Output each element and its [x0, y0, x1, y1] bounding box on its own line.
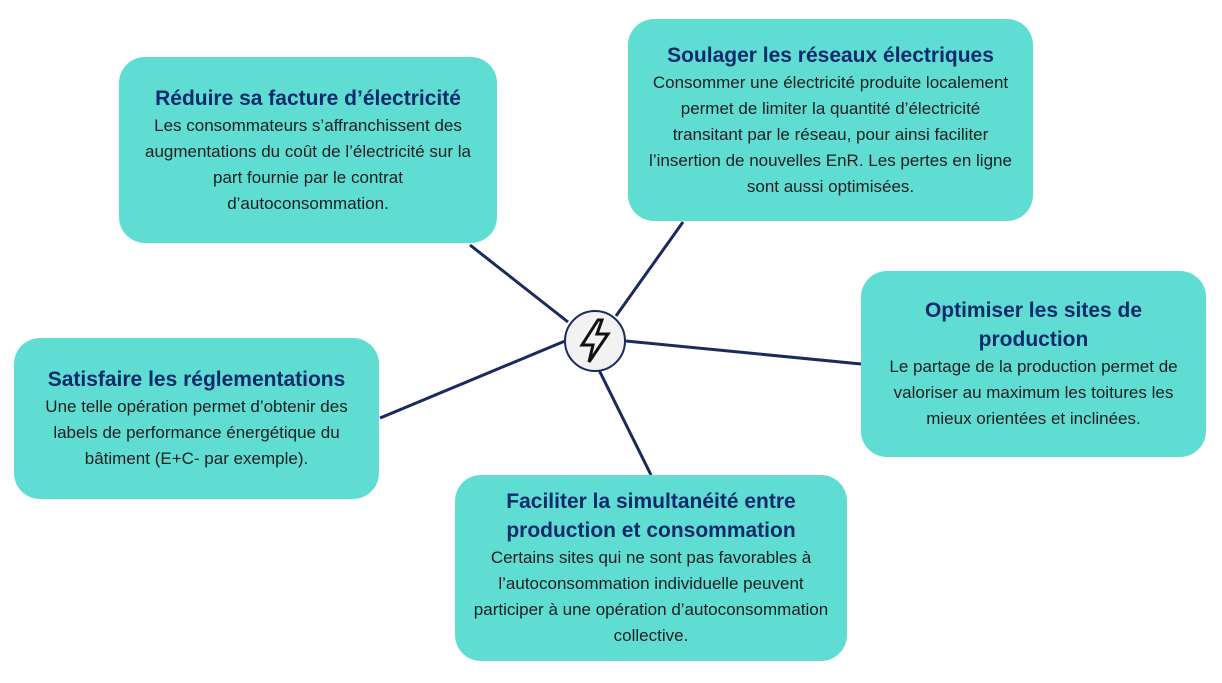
card-text: Consommer une électricité produite local…	[649, 72, 1012, 196]
lightning-bolt-icon	[579, 318, 611, 363]
connector-reglementations	[379, 339, 566, 420]
card-satisfaire-reglementations: Satisfaire les réglementations Une telle…	[14, 338, 379, 499]
card-title: Satisfaire les réglementations	[47, 368, 346, 391]
card-soulager-reseaux: Soulager les réseaux électriques Consomm…	[628, 19, 1033, 221]
connector-facture	[469, 243, 569, 324]
card-text: Une telle opération permet d’obtenir des…	[45, 397, 348, 468]
card-title: Soulager les réseaux électriques	[667, 43, 994, 67]
card-optimiser-sites: Optimiser les sites de production Le par…	[861, 271, 1206, 457]
connector-reseaux	[614, 221, 685, 317]
connector-sites	[625, 339, 862, 366]
central-hub	[564, 310, 626, 372]
card-text: Les consommateurs s’affranchissent des a…	[144, 115, 471, 213]
connector-simultaneite	[597, 369, 653, 476]
card-title: Réduire sa facture d’électricité	[155, 86, 461, 110]
card-faciliter-simultaneite: Faciliter la simultanéité entre producti…	[455, 475, 847, 661]
card-reduire-facture: Réduire sa facture d’électricité Les con…	[119, 57, 497, 243]
card-text: Certains sites qui ne sont pas favorable…	[473, 548, 829, 645]
card-text: Le partage de la production permet de va…	[889, 357, 1178, 428]
card-title: Faciliter la simultanéité entre producti…	[506, 490, 796, 542]
card-title: Optimiser les sites de production	[924, 299, 1143, 351]
